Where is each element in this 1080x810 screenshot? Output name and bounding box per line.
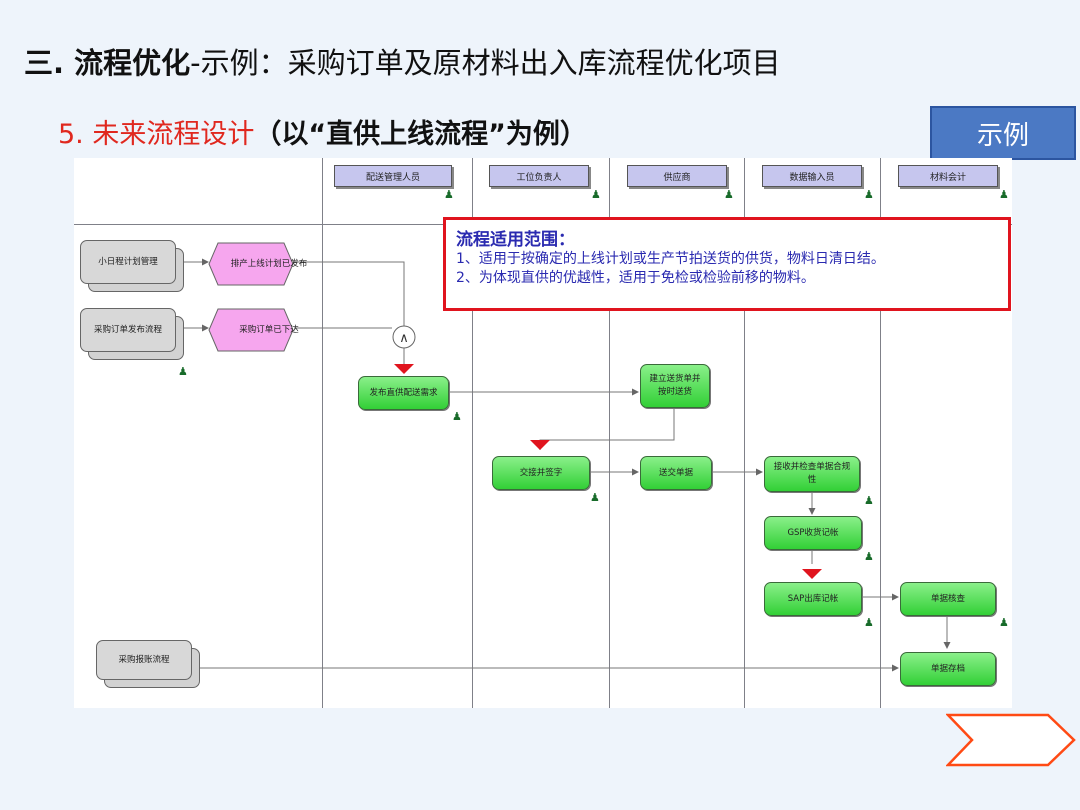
person-icon: ♟ bbox=[864, 494, 874, 507]
slide-title-bold: 三. 流程优化 bbox=[24, 46, 191, 80]
role-station-owner: 工位负责人 bbox=[489, 165, 589, 187]
flow-connectors: ∧ bbox=[180, 258, 951, 672]
lane-divider bbox=[880, 158, 881, 708]
lane-divider bbox=[609, 158, 610, 708]
scope-line-1: 1、适用于按确定的上线计划或生产节拍送货的供货，物料日清日结。 bbox=[456, 251, 885, 267]
and-connector: ∧ bbox=[399, 331, 409, 346]
example-button[interactable]: 示例 bbox=[930, 106, 1076, 160]
person-icon: ♟ bbox=[724, 188, 734, 201]
interface-daily-plan: 小日程计划管理 bbox=[80, 240, 184, 292]
scope-line-2: 2、为体现直供的优越性，适用于免检或检验前移的物料。 bbox=[456, 270, 815, 286]
lane-divider bbox=[744, 158, 745, 708]
task-create-delivery: 建立送货单并按时送货 bbox=[640, 364, 710, 408]
task-send-docs: 送交单据 bbox=[640, 456, 712, 490]
subtitle-main: 5. 未来流程设计 bbox=[58, 119, 255, 150]
person-icon: ♟ bbox=[999, 616, 1009, 629]
lane-divider bbox=[472, 158, 473, 708]
section-subtitle: 5. 未来流程设计（以“直供上线流程”为例） bbox=[58, 112, 587, 151]
scope-callout: 流程适用范围： 1、适用于按确定的上线计划或生产节拍送货的供货，物料日清日结。 … bbox=[443, 217, 1011, 311]
role-material-accountant: 材料会计 bbox=[898, 165, 998, 187]
person-icon: ♟ bbox=[591, 188, 601, 201]
task-doc-verify: 单据核查 bbox=[900, 582, 996, 616]
person-icon: ♟ bbox=[864, 550, 874, 563]
person-icon: ♟ bbox=[864, 616, 874, 629]
slide-title-rest: -示例：采购订单及原材料出入库流程优化项目 bbox=[190, 46, 781, 80]
event-plan-released: 排产上线计划已发布 bbox=[208, 242, 307, 286]
person-icon: ♟ bbox=[444, 188, 454, 201]
person-icon: ♟ bbox=[590, 491, 600, 504]
next-arrow-icon[interactable] bbox=[946, 712, 1078, 768]
person-icon: ♟ bbox=[452, 410, 462, 423]
person-icon: ♟ bbox=[999, 188, 1009, 201]
role-distribution-manager: 配送管理人员 bbox=[334, 165, 452, 187]
role-supplier: 供应商 bbox=[627, 165, 727, 187]
task-doc-archive: 单据存档 bbox=[900, 652, 996, 686]
role-data-entry: 数据输入员 bbox=[762, 165, 862, 187]
event-po-issued: 采购订单已下达 bbox=[208, 308, 299, 352]
scope-heading: 流程适用范围： bbox=[456, 230, 575, 250]
interface-po-release: 采购订单发布流程 bbox=[80, 308, 184, 360]
person-icon: ♟ bbox=[178, 365, 188, 378]
person-icon: ♟ bbox=[864, 188, 874, 201]
task-sap-issue: SAP出库记帐 bbox=[764, 582, 862, 616]
interface-invoice-flow: 采购报账流程 bbox=[96, 640, 200, 688]
task-receive-check: 接收并检查单据合规性 bbox=[764, 456, 860, 492]
task-gsp-receipt: GSP收货记帐 bbox=[764, 516, 862, 550]
task-issue-request: 发布直供配送需求 bbox=[358, 376, 449, 410]
lane-divider bbox=[322, 158, 323, 708]
subtitle-paren: （以“直供上线流程”为例） bbox=[254, 119, 587, 150]
task-hand-over: 交接并签字 bbox=[492, 456, 590, 490]
slide-title: 三. 流程优化-示例：采购订单及原材料出入库流程优化项目 bbox=[24, 40, 781, 82]
